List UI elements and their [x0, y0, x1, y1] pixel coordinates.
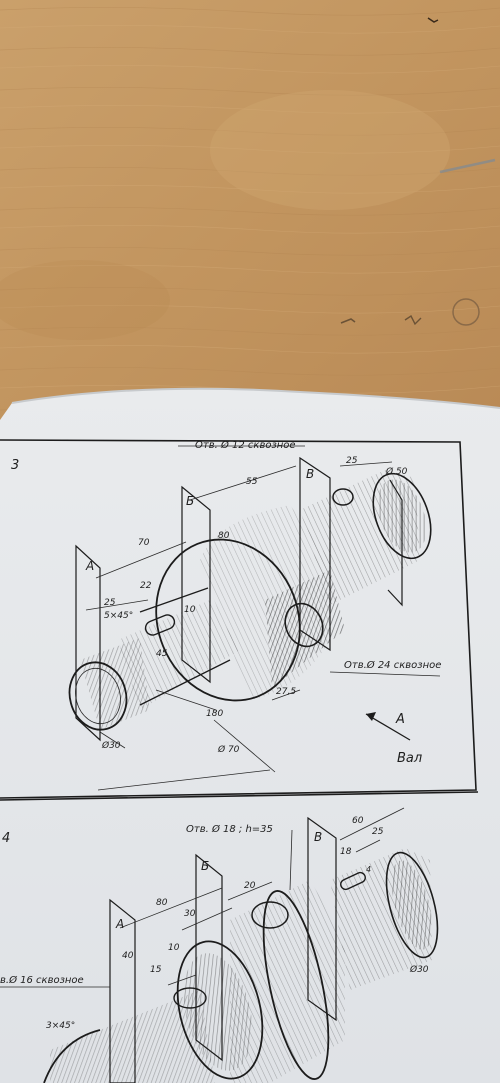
- keyway-4: [340, 871, 366, 891]
- hole-note-side-4: в.Ø 16 сквозное: [0, 974, 84, 986]
- dimension-lines-3: [85, 445, 441, 791]
- part-name-3: Вал: [397, 751, 422, 766]
- dim-15-4: 15: [150, 965, 162, 975]
- shaft-end-face-3: [68, 661, 128, 731]
- dim-10-4: 10: [168, 943, 180, 953]
- hole-12-3: [332, 488, 354, 506]
- dim-phi50-3: Ø 50: [385, 466, 408, 477]
- plane-label-v-4: В: [314, 830, 322, 844]
- dim-18-4: 18: [340, 847, 352, 857]
- plane-b-3: [181, 485, 211, 684]
- dim-27-5-3: 27,5: [276, 687, 296, 697]
- hole-note-top-3: Отв. Ø 12 сквозное: [195, 439, 296, 451]
- problem-4-number: 4: [2, 831, 10, 846]
- plane-label-b-4: Б: [201, 859, 209, 873]
- problem-3-number: 3: [11, 458, 19, 473]
- dim-25-top-3: 25: [346, 456, 358, 466]
- hole-note-side-3: Отв.Ø 24 сквозное: [344, 659, 441, 671]
- dim-80-3: 80: [218, 531, 230, 541]
- plane-a-4: [109, 898, 136, 1083]
- dimension-lines-4: [0, 807, 405, 988]
- dim-20-4: 20: [244, 881, 256, 891]
- stain-mark: [427, 17, 439, 23]
- dim-22-3: 22: [140, 581, 152, 591]
- pencil-circle-mark: [452, 298, 480, 326]
- desk-surface: [0, 0, 500, 420]
- plane-a-3: [75, 544, 101, 742]
- dim-25-3: 25: [104, 598, 116, 608]
- pencil-mark: [404, 314, 422, 326]
- dim-30-4: 30: [184, 909, 196, 919]
- section-letter-3: А: [395, 712, 405, 727]
- hole-18-4: [251, 901, 289, 929]
- dim-25-4: 25: [372, 827, 384, 837]
- dim-4-4: 4: [366, 865, 371, 874]
- dim-180-3: 180: [206, 709, 223, 719]
- plane-label-v-3: В: [306, 467, 314, 481]
- dim-phi30-3: Ø30: [101, 740, 121, 751]
- dim-chamfer-4: 3×45°: [46, 1021, 75, 1031]
- plane-label-a-4: А: [115, 917, 124, 931]
- dim-phi30-4: Ø30: [409, 964, 429, 975]
- hole-note-top-4: Отв. Ø 18 ; h=35: [186, 823, 273, 835]
- pencil-mark: [340, 318, 356, 324]
- dim-60-4: 60: [352, 816, 364, 826]
- dim-phi70-3: Ø 70: [217, 744, 240, 755]
- dim-55-3: 55: [246, 477, 258, 487]
- problem-3-frame: [0, 439, 479, 801]
- dim-chamfer-3: 5×45°: [104, 611, 133, 621]
- pencil-stroke: [439, 158, 496, 174]
- dim-10-3: 10: [184, 605, 196, 615]
- keyway-3: [144, 614, 176, 636]
- plane-label-b-3: Б: [186, 494, 194, 508]
- hole-24-3: [284, 602, 324, 648]
- shaft-end-face-4: [43, 1029, 101, 1083]
- shaft-drawing-4: [0, 807, 439, 1083]
- plane-label-a-3: А: [85, 559, 94, 573]
- dim-70-3: 70: [138, 538, 150, 548]
- shaft-drawing-3: [68, 445, 441, 791]
- hole-16-4: [173, 987, 207, 1009]
- dim-80-4: 80: [156, 898, 168, 908]
- dim-45-3: 45: [156, 649, 168, 659]
- dim-40-4: 40: [122, 951, 134, 961]
- section-arrow-a-3: [365, 712, 411, 741]
